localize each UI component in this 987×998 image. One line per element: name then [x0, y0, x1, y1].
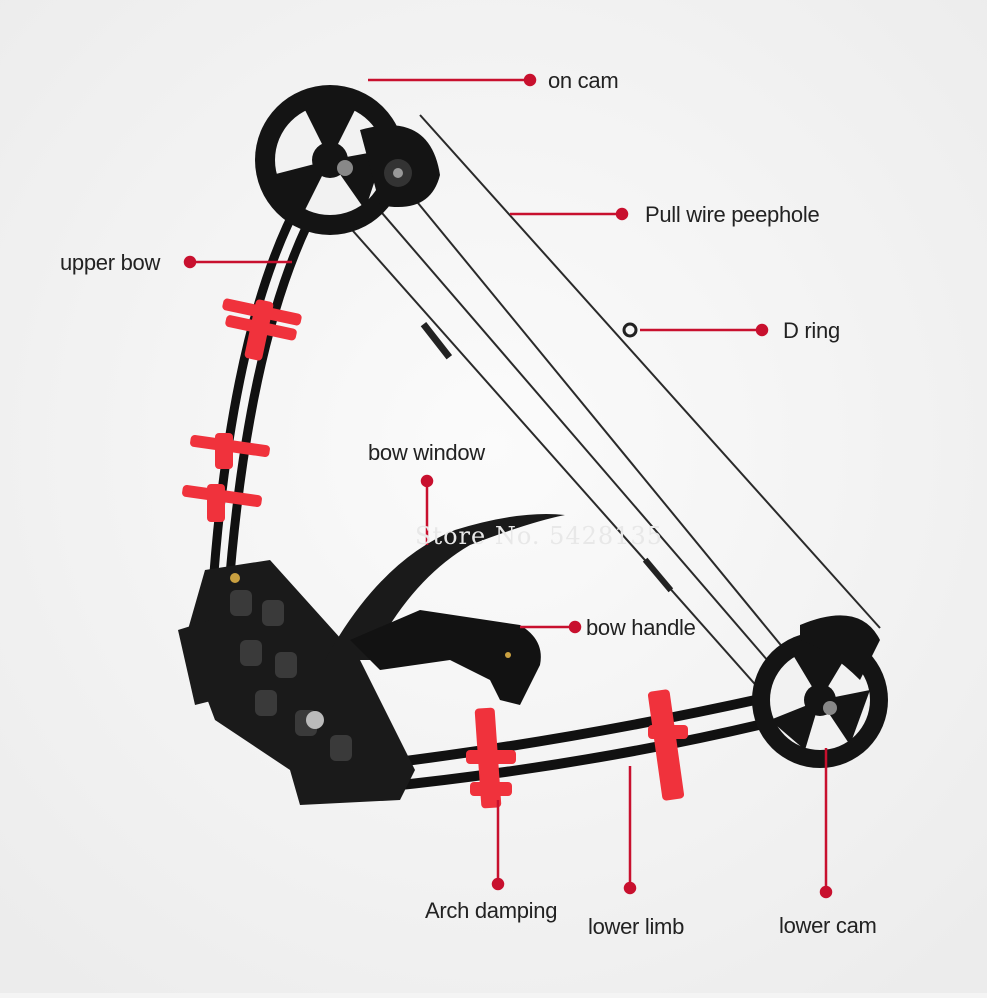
lower-cam [752, 615, 888, 768]
bow-strings [329, 114, 881, 736]
bow-handle-grip [350, 610, 541, 705]
upper-bow-limb [207, 195, 325, 605]
bow-window-arm [325, 514, 565, 660]
d-ring-part [622, 322, 638, 338]
callout-lines [183, 73, 833, 899]
arch-dampers-lower [466, 689, 688, 809]
cable-slides [420, 321, 674, 593]
label-on-cam: on cam [548, 68, 619, 93]
store-watermark: Store No. 5428135 [415, 522, 664, 550]
label-upper-bow: upper bow [60, 250, 161, 275]
label-arch-damping: Arch damping [425, 898, 558, 923]
arch-dampers-upper [182, 298, 302, 522]
label-pull-wire-peephole: Pull wire peephole [645, 202, 820, 227]
label-lower-cam: lower cam [779, 913, 877, 938]
label-bow-window: bow window [368, 440, 485, 465]
label-d-ring: D ring [783, 318, 840, 343]
upper-cam [255, 85, 440, 235]
label-bow-handle: bow handle [586, 615, 696, 640]
label-lower-limb: lower limb [588, 914, 685, 939]
bow-riser [178, 560, 415, 805]
